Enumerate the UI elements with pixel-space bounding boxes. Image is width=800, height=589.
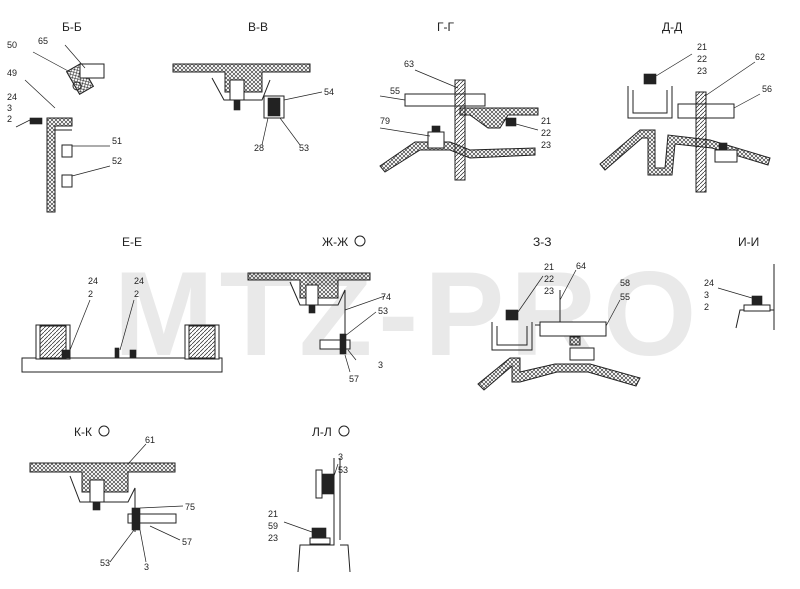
- section-title-ii: И-И: [738, 235, 759, 249]
- label-z-23: 23: [544, 286, 554, 296]
- section-zhzh: Ж-Ж 74 53 3 57: [247, 235, 391, 384]
- section-ee: Е-Е 24 2 24 2: [21, 235, 223, 373]
- label-l-59: 59: [268, 521, 278, 531]
- label-z-55: 55: [620, 292, 630, 302]
- section-ii: И-И 24 3 2: [704, 235, 775, 330]
- rotation-mark-kk: [98, 425, 110, 437]
- label-bb-65: 65: [38, 36, 48, 46]
- label-k-61: 61: [145, 435, 155, 445]
- section-ll: Л-Л 3 53 21 59 23: [268, 425, 351, 573]
- section-title-ee: Е-Е: [122, 235, 142, 249]
- label-zh-53: 53: [378, 306, 388, 316]
- label-ee-2a: 2: [88, 289, 93, 299]
- label-vv-53: 53: [299, 143, 309, 153]
- section-title-gg: Г-Г: [437, 20, 454, 34]
- label-ee-24a: 24: [88, 276, 98, 286]
- label-l-21: 21: [268, 509, 278, 519]
- label-gg-21: 21: [541, 116, 551, 126]
- rotation-mark-zhzh: [354, 235, 366, 247]
- label-z-58: 58: [620, 278, 630, 288]
- label-gg-55: 55: [390, 86, 400, 96]
- label-ee-24b: 24: [134, 276, 144, 286]
- label-gg-79: 79: [380, 116, 390, 126]
- label-vv-28: 28: [254, 143, 264, 153]
- label-l-53: 53: [338, 465, 348, 475]
- section-gg: Г-Г 63 55 79 21 22 23: [379, 20, 551, 181]
- label-vv-54: 54: [324, 87, 334, 97]
- label-gg-22: 22: [541, 128, 551, 138]
- rotation-mark-ll: [338, 425, 350, 437]
- section-title-zz: З-З: [533, 235, 552, 249]
- label-bb-3: 3: [7, 103, 12, 113]
- label-z-64: 64: [576, 261, 586, 271]
- label-k-57: 57: [182, 537, 192, 547]
- label-i-2: 2: [704, 302, 709, 312]
- label-zh-3: 3: [378, 360, 383, 370]
- label-dd-21: 21: [697, 42, 707, 52]
- label-bb-50: 50: [7, 40, 17, 50]
- section-title-vv: В-В: [248, 20, 268, 34]
- section-vv: В-В 54 28 53: [172, 20, 334, 153]
- label-l-3: 3: [338, 452, 343, 462]
- label-dd-62: 62: [755, 52, 765, 62]
- label-bb-2: 2: [7, 114, 12, 124]
- label-bb-49: 49: [7, 68, 17, 78]
- label-gg-63: 63: [404, 59, 414, 69]
- label-bb-24: 24: [7, 92, 17, 102]
- label-z-22: 22: [544, 274, 554, 284]
- section-title-bb: Б-Б: [62, 20, 82, 34]
- label-bb-51: 51: [112, 136, 122, 146]
- label-l-23: 23: [268, 533, 278, 543]
- section-zz: З-З 21 22 23 64 58 55: [477, 235, 641, 391]
- label-bb-52: 52: [112, 156, 122, 166]
- section-kk: К-К 61 75 57 53 3: [29, 425, 195, 572]
- label-z-21: 21: [544, 262, 554, 272]
- label-dd-56: 56: [762, 84, 772, 94]
- label-k-53: 53: [100, 558, 110, 568]
- section-title-zhzh: Ж-Ж: [322, 235, 348, 249]
- label-i-3: 3: [704, 290, 709, 300]
- section-title-kk: К-К: [74, 425, 92, 439]
- section-title-dd: Д-Д: [662, 20, 682, 34]
- label-k-3: 3: [144, 562, 149, 572]
- section-title-ll: Л-Л: [312, 425, 332, 439]
- section-bb: Б-Б 50 65 49 24 3 2 51 52: [7, 20, 122, 213]
- label-dd-22: 22: [697, 54, 707, 64]
- label-zh-74: 74: [381, 292, 391, 302]
- label-gg-23: 23: [541, 140, 551, 150]
- label-k-75: 75: [185, 502, 195, 512]
- section-dd: Д-Д 21 22 23 62 56: [599, 20, 772, 193]
- label-ee-2b: 2: [134, 289, 139, 299]
- label-dd-23: 23: [697, 66, 707, 76]
- label-zh-57: 57: [349, 374, 359, 384]
- label-i-24: 24: [704, 278, 714, 288]
